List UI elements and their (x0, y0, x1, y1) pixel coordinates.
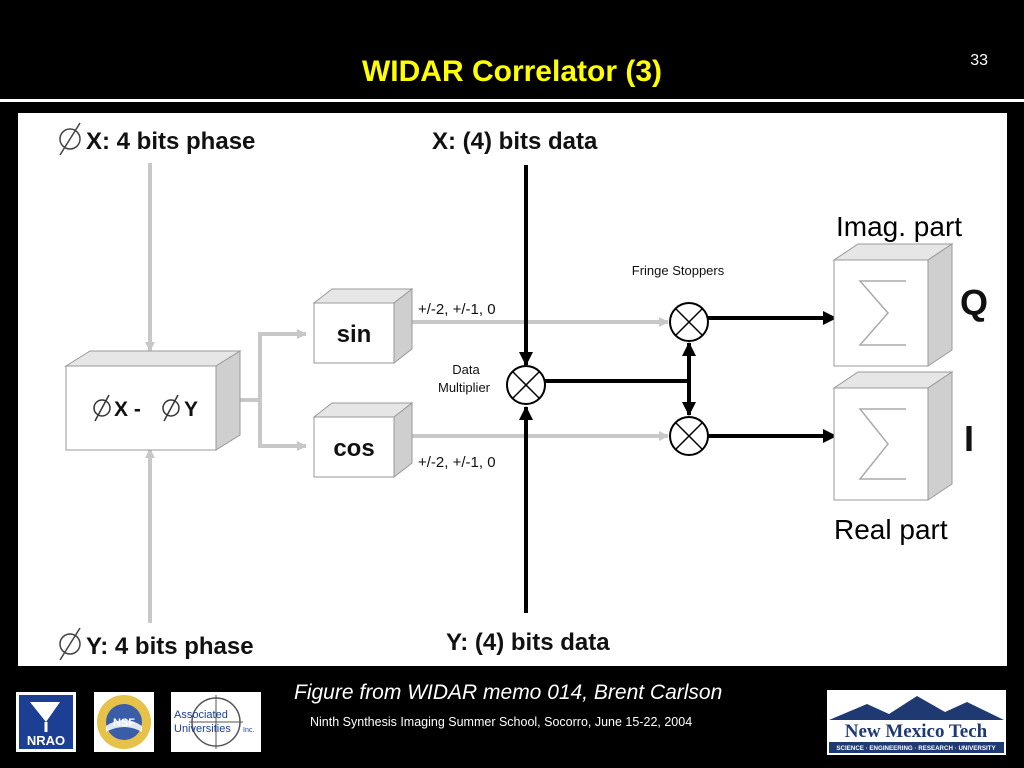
i-label: I (964, 418, 974, 459)
i-accumulator (832, 371, 954, 501)
phase-symbol-icon (93, 399, 111, 417)
fringe-stopper-q (669, 302, 709, 342)
y-phase-label: Y: 4 bits phase (59, 627, 254, 661)
x-data-label: X: (4) bits data (432, 128, 598, 155)
svg-text:Universities: Universities (174, 723, 231, 735)
sigma-icon (858, 408, 906, 480)
x-phase-label: X: 4 bits phase (59, 122, 255, 156)
svg-text:sin: sin (337, 321, 372, 348)
phase-symbol-icon (59, 633, 81, 655)
diagram-panel: X: 4 bits phase Y: 4 bits phase X: (4) b… (18, 113, 1007, 666)
svg-text:Associated: Associated (174, 709, 228, 721)
figure-caption: Figure from WIDAR memo 014, Brent Carlso… (294, 681, 723, 704)
svg-text:SCIENCE · ENGINEERING · RESEAR: SCIENCE · ENGINEERING · RESEARCH · UNIVE… (836, 745, 996, 752)
svg-text:X -: X - (114, 398, 141, 421)
q-label: Q (960, 282, 988, 323)
data-multiplier (506, 365, 546, 405)
widar-diagram: X: 4 bits phase Y: 4 bits phase X: (4) b… (59, 122, 988, 661)
cos-block: cos (312, 401, 414, 479)
nsf-logo: NSF (94, 692, 154, 752)
sin-values-label: +/-2, +/-1, 0 (418, 301, 496, 318)
svg-text:New Mexico Tech: New Mexico Tech (845, 721, 988, 742)
sin-block: sin (312, 287, 414, 365)
svg-text:NSF: NSF (113, 717, 135, 729)
to-sin-line (240, 329, 307, 402)
phase-symbol-icon (162, 399, 180, 417)
svg-text:Y: 4 bits phase: Y: 4 bits phase (86, 633, 254, 660)
footer-note: Ninth Synthesis Imaging Summer School, S… (310, 715, 693, 729)
slide-number: 33 (970, 52, 988, 69)
cos-values-label: +/-2, +/-1, 0 (418, 454, 496, 471)
svg-text:Y: Y (184, 398, 198, 421)
multiplier-label-1: Data (452, 362, 480, 377)
nrao-logo: NRAO (16, 692, 76, 752)
phase-difference-block: X - Y (64, 350, 242, 451)
sigma-icon (858, 280, 906, 346)
real-part-label: Real part (834, 514, 948, 545)
fringe-stoppers-label: Fringe Stoppers (632, 263, 725, 278)
multiplier-label-2: Multiplier (438, 380, 491, 395)
y-data-label: Y: (4) bits data (446, 629, 610, 656)
svg-text:X: 4 bits phase: X: 4 bits phase (86, 128, 255, 155)
aui-logo: Associated Universities Inc. (171, 692, 261, 752)
q-accumulator (832, 243, 954, 367)
slide-title: WIDAR Correlator (3) (361, 55, 662, 88)
fringe-stopper-i (669, 416, 709, 456)
svg-text:Inc.: Inc. (243, 727, 254, 734)
title-divider (0, 99, 1024, 102)
imag-part-label: Imag. part (836, 211, 962, 242)
svg-text:cos: cos (333, 435, 374, 462)
phase-symbol-icon (59, 128, 81, 150)
to-cos-line (258, 400, 307, 451)
nmt-logo: New Mexico Tech SCIENCE · ENGINEERING · … (827, 690, 1006, 755)
svg-text:NRAO: NRAO (27, 733, 65, 748)
